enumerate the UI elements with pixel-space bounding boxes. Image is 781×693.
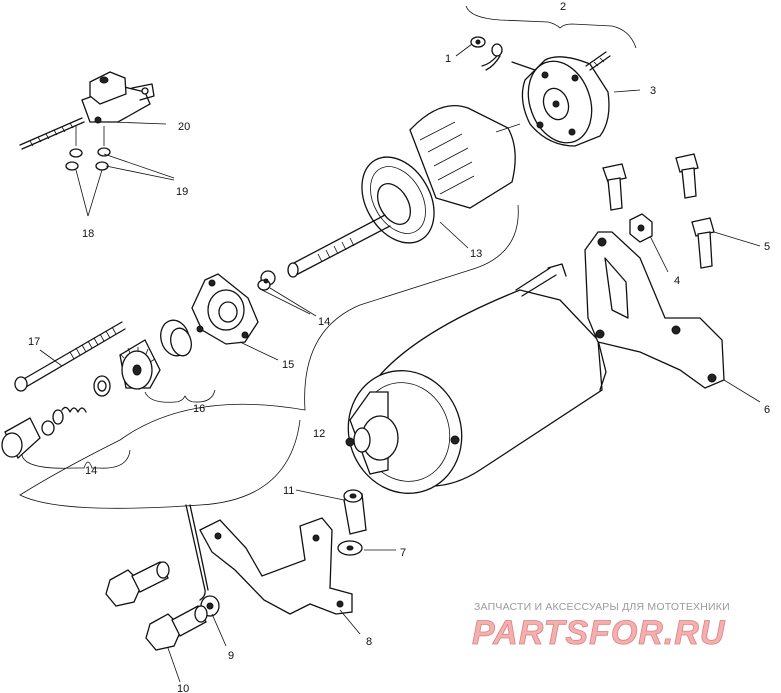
callout-4: 4 xyxy=(674,275,680,287)
callout-6: 6 xyxy=(764,404,770,416)
part-5-bolts xyxy=(602,153,715,269)
callout-1: 1 xyxy=(445,53,451,65)
part-19-washers xyxy=(65,126,111,171)
callout-17: 17 xyxy=(28,336,40,348)
part-14-washers-top xyxy=(257,270,276,291)
callout-16: 16 xyxy=(193,403,205,415)
part-15-flange xyxy=(191,273,259,345)
part-13-armature xyxy=(287,104,516,278)
callout-14-bottom: 14 xyxy=(85,465,97,477)
callout-10: 10 xyxy=(177,683,189,693)
callout-19: 19 xyxy=(176,186,188,198)
callout-18: 18 xyxy=(82,228,94,240)
part-16-drive xyxy=(119,319,192,390)
callout-20: 20 xyxy=(178,121,190,133)
part-1-nut xyxy=(470,36,503,71)
part-7-washer xyxy=(337,540,363,556)
part-3-end-cover xyxy=(511,51,611,147)
part-14-spring-set xyxy=(1,375,111,460)
bracket-2 xyxy=(465,5,637,49)
part-11-cap-screw xyxy=(343,489,367,535)
part-6-bracket xyxy=(584,231,725,389)
callout-3: 3 xyxy=(650,85,656,97)
bracket-14 xyxy=(21,449,131,469)
part-8-lower-bracket xyxy=(185,504,353,615)
leader-lines xyxy=(39,43,761,683)
callout-5: 5 xyxy=(764,241,770,253)
bracket-12 xyxy=(19,204,519,509)
part-12-motor-housing xyxy=(345,263,607,494)
callout-12: 12 xyxy=(313,428,325,440)
callout-13: 13 xyxy=(470,248,482,260)
callout-15: 15 xyxy=(282,359,294,371)
part-4-nut xyxy=(629,213,653,243)
callout-8: 8 xyxy=(366,636,372,648)
bracket-16 xyxy=(144,389,216,403)
part-20-sensor xyxy=(19,71,155,150)
callout-7: 7 xyxy=(400,547,406,559)
callout-14-top: 14 xyxy=(318,316,330,328)
part-10-bolts xyxy=(105,561,208,651)
callout-11: 11 xyxy=(283,485,294,497)
watermark-brand: PARTSFOR.RU xyxy=(472,614,726,652)
part-17-through-bolt xyxy=(14,321,126,392)
watermark-tagline: ЗАПЧАСТИ И АКСЕССУАРЫ ДЛЯ МОТОТЕХНИКИ xyxy=(474,601,730,613)
callout-2: 2 xyxy=(560,1,566,13)
callout-9: 9 xyxy=(228,650,234,662)
